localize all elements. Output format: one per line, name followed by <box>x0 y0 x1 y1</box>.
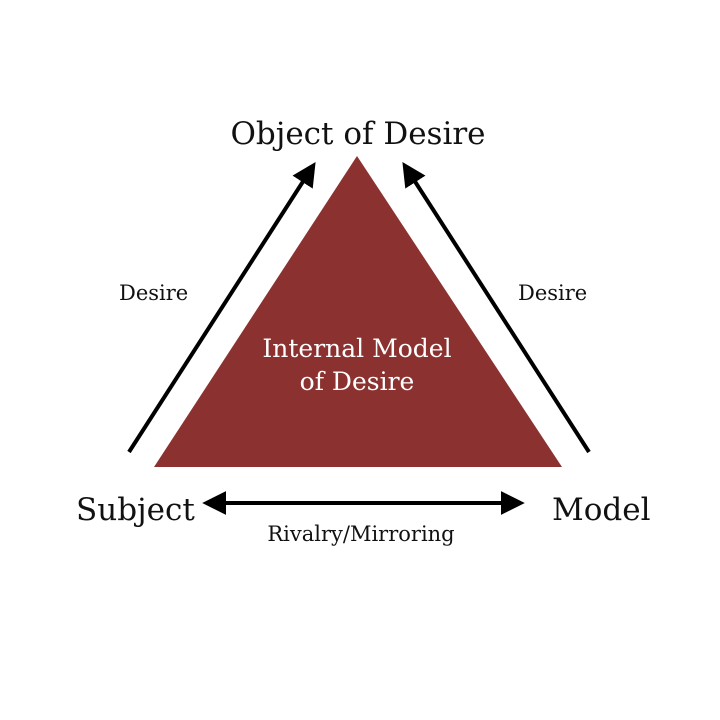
subject-label: Subject <box>76 492 195 528</box>
desire-label-right: Desire <box>518 281 588 305</box>
desire-label-left: Desire <box>119 281 189 305</box>
rivalry-mirroring-label: Rivalry/Mirroring <box>267 522 455 546</box>
desire-arrow-right <box>402 161 591 454</box>
object-of-desire-label: Object of Desire <box>230 116 486 152</box>
internal-model-label-line1: Internal Model <box>262 334 452 363</box>
internal-model-label-line2: of Desire <box>299 367 415 396</box>
desire-arrow-left <box>127 161 316 454</box>
internal-model-triangle <box>154 156 562 467</box>
internal-model-label: Internal Model of Desire <box>0 332 714 398</box>
model-label: Model <box>552 492 651 528</box>
